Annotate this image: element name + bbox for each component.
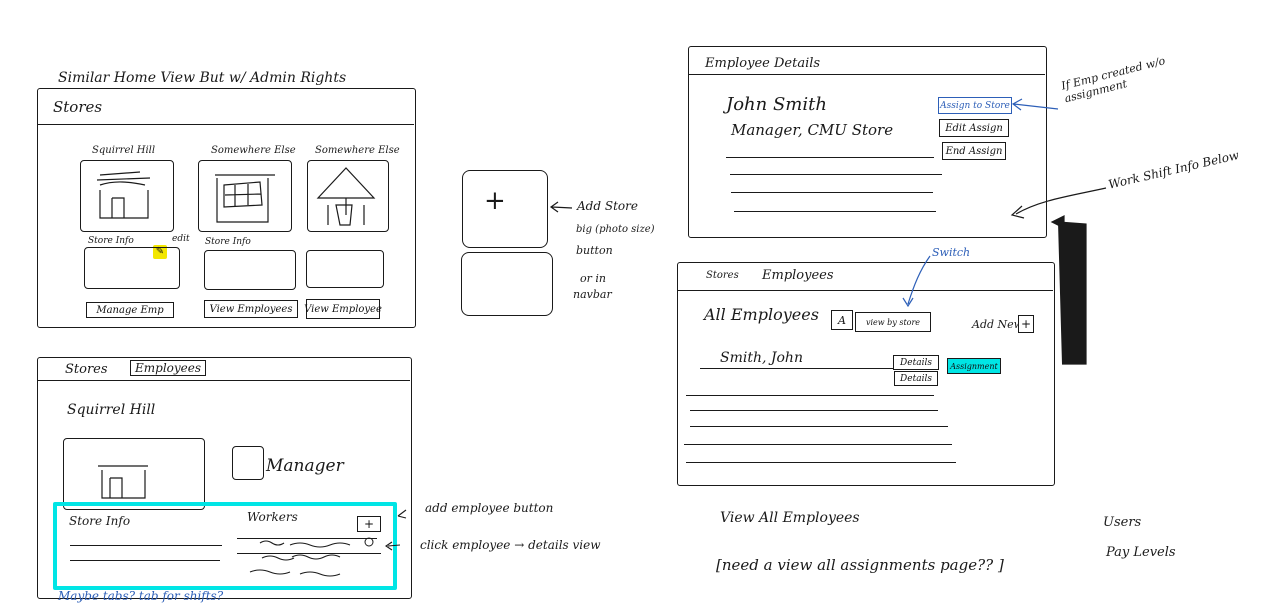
row-line-6 (686, 462, 956, 463)
tab-stores[interactable]: Stores (65, 362, 108, 377)
detail-line-3 (731, 192, 933, 193)
assign-to-store-button[interactable]: Assign to Store (938, 97, 1012, 114)
store-photo-large (63, 438, 205, 510)
store-name-1: Squirrel Hill (92, 145, 156, 156)
detail-line-4 (734, 211, 936, 212)
list-tab-employees[interactable]: Employees (762, 268, 834, 283)
row-line-3 (690, 410, 938, 411)
details-title-divider (689, 74, 1045, 75)
edit-note: edit (172, 234, 190, 244)
list-tab-stores[interactable]: Stores (706, 270, 739, 281)
view-employee-button[interactable]: View Employee (304, 299, 382, 319)
add-store-note-4: or in (580, 272, 606, 285)
edit-assign-button[interactable]: Edit Assign (939, 119, 1009, 137)
store-info-box-2 (204, 250, 296, 290)
note-tabs: Maybe tabs? tab for shifts? (58, 589, 224, 603)
row-line-2 (686, 395, 934, 396)
tab-employees[interactable]: Employees (130, 360, 207, 376)
view-employees-button[interactable]: View Employees (204, 300, 298, 318)
add-new-button[interactable]: + (1018, 315, 1034, 333)
detail-line-1 (726, 157, 934, 158)
add-store-note-2: big (photo size) (576, 224, 655, 235)
note-assignments-page: [need a view all assignments page?? ] (716, 556, 1004, 574)
add-store-placeholder (461, 252, 553, 316)
employee-name: John Smith (726, 94, 827, 115)
employee-row-name[interactable]: Smith, John (720, 350, 803, 366)
manager-avatar (232, 446, 264, 480)
store-name-2: Somewhere Else (211, 145, 296, 156)
store-card-3[interactable] (307, 160, 389, 232)
note-view-all-employees: View All Employees (720, 510, 860, 526)
store-info-box-1 (84, 247, 180, 289)
add-store-note-3: button (576, 244, 613, 257)
add-store-plus-icon: + (484, 186, 506, 216)
info-line-3 (237, 538, 377, 539)
info-line-4 (237, 553, 381, 554)
sketch-heading: Similar Home View But w/ Admin Rights (58, 70, 347, 86)
highlight-region (53, 502, 397, 590)
stores-home-frame (37, 88, 416, 328)
note-users: Users (1103, 515, 1142, 530)
details-button-2[interactable]: Details (894, 371, 938, 386)
manage-emp-button[interactable]: Manage Emp (86, 302, 174, 318)
detail-line-2 (730, 174, 942, 175)
add-new-label: Add New (972, 318, 1024, 331)
store-info-box-3 (306, 250, 384, 288)
store-card-2[interactable] (198, 160, 292, 232)
store-detail-frame (37, 357, 412, 599)
employee-details-frame (688, 46, 1047, 238)
add-employee-button[interactable]: + (357, 516, 381, 532)
switch-note: Switch (932, 246, 971, 259)
edit-pencil-icon[interactable]: ✎ (153, 245, 167, 259)
store-card-1[interactable] (80, 160, 174, 232)
list-title-divider (678, 290, 1053, 291)
store-info-label-2: Store Info (205, 237, 251, 247)
assignment-button[interactable]: Assignment (947, 358, 1001, 374)
store-name-3: Somewhere Else (315, 145, 400, 156)
info-line-2 (70, 560, 220, 561)
row-line-5 (684, 444, 952, 445)
row-line-4 (690, 426, 948, 427)
info-line-1 (70, 545, 222, 546)
note-click-employee: click employee → details view (420, 538, 601, 552)
add-store-note-1: Add Store (577, 199, 638, 213)
all-employees-heading: All Employees (704, 305, 819, 324)
page-title: Stores (53, 98, 103, 116)
store-info-label: Store Info (69, 514, 131, 528)
store-detail-name: Squirrel Hill (67, 402, 156, 418)
employee-role: Manager, CMU Store (731, 121, 894, 139)
store-info-label-1: Store Info (88, 236, 134, 246)
manager-label: Manager (266, 456, 344, 476)
details-button[interactable]: Details (893, 355, 939, 370)
note-add-employee: add employee button (425, 501, 554, 515)
view-all-toggle[interactable]: A (831, 310, 853, 330)
add-store-button[interactable] (462, 170, 548, 248)
employees-list-frame (677, 262, 1055, 486)
note-pay-levels: Pay Levels (1106, 545, 1176, 560)
add-store-note-5: navbar (573, 288, 612, 301)
end-assign-button[interactable]: End Assign (942, 142, 1006, 160)
workers-label: Workers (247, 510, 298, 524)
employee-details-title: Employee Details (705, 56, 821, 71)
row-line-1 (700, 368, 932, 369)
view-by-store-toggle[interactable]: view by store (855, 312, 931, 332)
tab-divider (38, 380, 410, 381)
title-divider (38, 124, 414, 125)
